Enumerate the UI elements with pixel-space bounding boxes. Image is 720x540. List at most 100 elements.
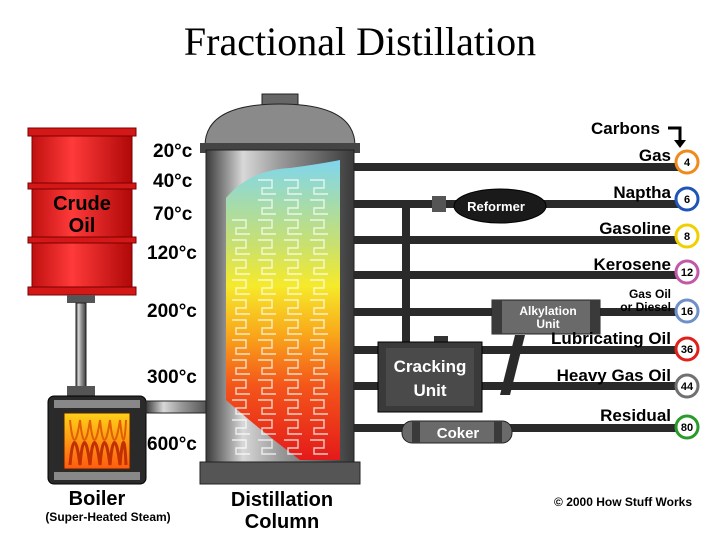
tray-segment (284, 319, 302, 335)
product-kerosene-label: Kerosene (594, 255, 671, 274)
tray-segment (310, 199, 328, 215)
tray-segment (232, 219, 250, 235)
reformer-label: Reformer (467, 199, 525, 214)
carbon-badge (674, 149, 700, 175)
carbon-count: 6 (684, 194, 690, 206)
carbons-arrowhead (674, 140, 686, 148)
carbon-count: 12 (681, 267, 693, 279)
tray-segment (232, 259, 250, 275)
tray-segment (232, 299, 250, 315)
tray-segment (258, 379, 276, 395)
column-label-2: Column (245, 511, 319, 533)
tray-segment (284, 419, 302, 435)
tray-segment (258, 319, 276, 335)
alkylation-label: Alkylation (519, 304, 576, 318)
product-diesel-label: or Diesel (620, 300, 671, 314)
tray-segment (310, 179, 328, 195)
column-label: Distillation (231, 489, 333, 511)
carbon-badge (674, 223, 700, 249)
tray-segment (284, 199, 302, 215)
tray-segment (284, 379, 302, 395)
tray-segment (232, 379, 250, 395)
tray-segment (258, 359, 276, 375)
tray-segment (310, 239, 328, 255)
alkylation-label-2: Unit (536, 317, 559, 331)
tray-segment (232, 319, 250, 335)
tray-segment (258, 419, 276, 435)
temp-label: 120°c (147, 243, 197, 264)
tray-segment (284, 339, 302, 355)
carbon-count: 44 (681, 381, 694, 393)
carbons-arrow (668, 126, 682, 142)
tray-segment (232, 399, 250, 415)
temp-label: 200°c (147, 301, 197, 322)
carbon-count: 80 (681, 422, 693, 434)
product-labels: Gas Naptha Gasoline Kerosene Gas Oil or … (551, 146, 671, 425)
tray-segment (258, 439, 276, 455)
cracking-label: Cracking (394, 357, 467, 376)
carbon-badges: 4 6 8 12 16 36 44 80 (674, 149, 700, 440)
tray-segment (232, 339, 250, 355)
tray-segment (310, 379, 328, 395)
reformer-unit: Reformer (432, 188, 547, 224)
tray-segment (258, 239, 276, 255)
tray-segment (232, 359, 250, 375)
product-naptha-label: Naptha (613, 183, 671, 202)
crude-oil-label: Crude (53, 193, 111, 215)
tray-segment (310, 439, 328, 455)
tray-segment (232, 239, 250, 255)
carbon-count: 4 (684, 157, 691, 169)
distillation-column (199, 93, 361, 485)
tray-segment (258, 399, 276, 415)
product-heavy-gas-oil-label: Heavy Gas Oil (557, 366, 671, 385)
temp-label: 300°c (147, 367, 197, 388)
tray-segment (232, 419, 250, 435)
carbon-count: 8 (684, 231, 690, 243)
carbon-badge (674, 414, 700, 440)
tray-segment (310, 219, 328, 235)
boiler-sublabel: (Super-Heated Steam) (45, 510, 170, 524)
tray-segment (284, 219, 302, 235)
tray-segment (310, 279, 328, 295)
boiler-label: Boiler (69, 488, 126, 510)
tray-segment (284, 399, 302, 415)
tray-segment (284, 439, 302, 455)
product-gas-oil-label: Gas Oil (629, 287, 671, 301)
tray-segment (310, 299, 328, 315)
tray-segment (284, 299, 302, 315)
carbon-count: 16 (681, 306, 693, 318)
carbon-badge (674, 373, 700, 399)
tray-segment (310, 339, 328, 355)
copyright: © 2000 How Stuff Works (554, 495, 692, 509)
coker-unit: Coker (401, 420, 513, 444)
carbon-badge (674, 336, 700, 362)
tray-segment (232, 439, 250, 455)
tray-segment (258, 279, 276, 295)
tray-segment (258, 259, 276, 275)
tray-segment (258, 299, 276, 315)
cracking-unit: Cracking Unit (377, 336, 483, 413)
temp-label: 70°c (153, 204, 193, 225)
feed-pipe (67, 295, 95, 396)
product-lubricating-oil-label: Lubricating Oil (551, 329, 671, 348)
tray-segment (258, 179, 276, 195)
product-residual-label: Residual (600, 406, 671, 425)
tray-segment (310, 359, 328, 375)
tray-segment (284, 359, 302, 375)
temp-label: 600°c (147, 434, 197, 455)
tray-segment (284, 239, 302, 255)
carbon-count: 36 (681, 344, 693, 356)
tray-segment (258, 339, 276, 355)
coker-label: Coker (437, 425, 480, 442)
tray-segment (284, 259, 302, 275)
tray-segment (284, 279, 302, 295)
tray-segment (284, 179, 302, 195)
tray-segment (310, 419, 328, 435)
crude-oil-drum: Crude Oil (27, 127, 137, 296)
product-gasoline-label: Gasoline (599, 219, 671, 238)
tray-segment (310, 319, 328, 335)
tray-segment (310, 259, 328, 275)
carbon-badge (674, 259, 700, 285)
crude-oil-label-2: Oil (69, 215, 96, 237)
